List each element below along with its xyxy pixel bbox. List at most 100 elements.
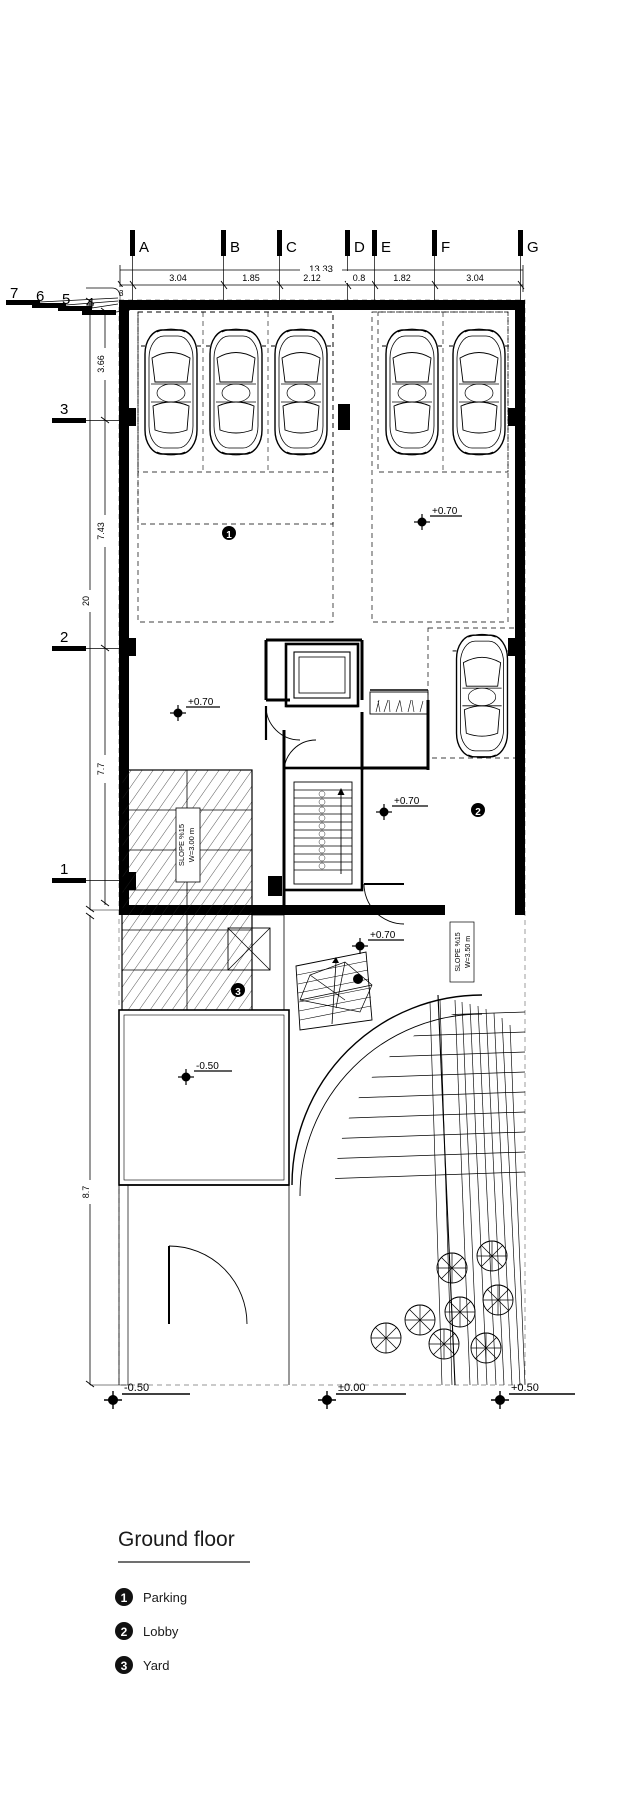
grid-label-G: G xyxy=(527,239,539,256)
car-symbol xyxy=(140,328,202,456)
grid-axis-B: B xyxy=(221,230,240,305)
legend-title: Ground floor xyxy=(118,1528,235,1551)
legend-item-2: 2 Lobby xyxy=(115,1622,179,1640)
dim-top-seg-2: 1.85 xyxy=(242,273,260,283)
bottom-elevation-markers: -0.50 ±0.00 +0.50 xyxy=(104,1382,575,1409)
elevation-value: +0.70 xyxy=(394,796,420,807)
car-symbol xyxy=(448,328,510,456)
elevation-tag-parking-right: +0.70 xyxy=(414,506,462,530)
grid-label-7: 7 xyxy=(10,285,18,302)
room-tag-parking-left: 1 xyxy=(222,526,236,541)
elevation-tag-stair: +0.70 xyxy=(376,796,428,820)
legend-item-label: Yard xyxy=(143,1658,170,1673)
dim-left-overall: 20 xyxy=(81,596,91,606)
yard-stair xyxy=(295,951,373,1031)
elevation-value: -0.50 xyxy=(196,1061,219,1072)
elevation-value: +0.70 xyxy=(432,506,458,517)
grid-axis-7: 7 xyxy=(6,285,119,305)
elevation-marker-right: +0.50 xyxy=(491,1382,575,1409)
ramp-curved-label-1: SLOPE %15 xyxy=(455,932,462,971)
ramp-left-label-2: W=3.00 m xyxy=(187,828,196,862)
dim-left-seg-2: 7.43 xyxy=(96,522,106,540)
dim-top-seg-4: 0.8 xyxy=(353,273,366,283)
wall-bottom-mid xyxy=(240,905,445,915)
tree-icon xyxy=(470,1332,502,1364)
elevation-marker-mid: ±0.00 xyxy=(318,1382,406,1409)
car-symbol xyxy=(381,328,443,456)
grid-label-2: 2 xyxy=(60,629,68,646)
stair-step-numbers xyxy=(318,790,326,870)
parking-area-right xyxy=(371,311,510,623)
dim-left-lower: 8.7 xyxy=(81,1186,91,1199)
tree-icon xyxy=(444,1296,476,1328)
dim-top-seg-6: 3.04 xyxy=(466,273,484,283)
dim-left-seg-1: 3.66 xyxy=(96,355,106,373)
dimension-chain-top-segments: 3 3.04 1.85 2.12 0.8 1.82 3.04 xyxy=(114,271,525,298)
legend-item-1: 1 Parking xyxy=(115,1588,187,1606)
columns xyxy=(122,404,522,896)
car-symbol xyxy=(205,328,267,456)
legend-item-number: 2 xyxy=(121,1625,128,1639)
parking-area-left xyxy=(137,311,334,623)
wall-top xyxy=(119,300,525,310)
room-tag-yard: 3 xyxy=(231,983,245,998)
grid-label-1: 1 xyxy=(60,861,68,878)
ramp-left-label-1: SLOPE %15 xyxy=(177,824,186,866)
legend-item-3: 3 Yard xyxy=(115,1656,170,1674)
tree-icon xyxy=(370,1322,402,1354)
room-tag-number: 3 xyxy=(235,987,241,998)
dim-top-seg-3: 2.12 xyxy=(303,273,321,283)
room-tag-number: 2 xyxy=(475,807,481,818)
elevation-value: +0.70 xyxy=(370,930,396,941)
elevation-value: +0.70 xyxy=(188,697,214,708)
elevation-tag-yard: +0.70 xyxy=(352,930,404,954)
grid-label-E: E xyxy=(381,239,391,256)
grid-axis-E: E xyxy=(372,230,391,305)
grid-axis-A: A xyxy=(130,230,149,305)
ramp-curved-label-2: W=3.50 m xyxy=(465,936,472,968)
dim-top-stub: 3 xyxy=(119,289,124,298)
dimension-left-overall: 20 xyxy=(81,297,95,913)
legend-item-label: Parking xyxy=(143,1590,187,1605)
grid-axis-5: 5 xyxy=(58,291,119,311)
elevation-value: +0.50 xyxy=(511,1382,539,1394)
legend-item-number: 1 xyxy=(121,1591,128,1605)
elevation-tag-lobby-left: +0.70 xyxy=(170,697,220,721)
dim-left-seg-3: 7.7 xyxy=(96,763,106,776)
dim-top-seg-5: 1.82 xyxy=(393,273,411,283)
tree-icon xyxy=(428,1328,460,1360)
dimension-chain-left-segments: 3.66 7.43 7.7 xyxy=(96,307,110,907)
grid-label-B: B xyxy=(230,239,240,256)
car-symbol xyxy=(270,328,332,456)
dimension-left-lower: 8.7 xyxy=(81,912,95,1388)
grid-axis-C: C xyxy=(277,230,297,305)
room-tag-lobby: 2 xyxy=(471,803,485,818)
ramp-landing xyxy=(299,961,373,1013)
grid-label-C: C xyxy=(286,239,297,256)
grid-axis-G: G xyxy=(518,230,539,305)
dim-top-seg-1: 3.04 xyxy=(169,273,187,283)
grid-label-A: A xyxy=(139,239,149,256)
car-symbol xyxy=(451,633,513,759)
legend-block: Ground floor 1 Parking 2 Lobby 3 Yard xyxy=(115,1528,250,1674)
dim-top-overall: 13.33 xyxy=(309,264,333,275)
grid-label-D: D xyxy=(354,239,365,256)
elevation-value: ±0.00 xyxy=(338,1382,365,1394)
tree-icon xyxy=(476,1240,508,1272)
elevation-tag-sunken: -0.50 xyxy=(178,1061,232,1085)
elevation-value: -0.50 xyxy=(124,1382,149,1394)
elevator-shaft xyxy=(284,642,360,708)
grid-label-5: 5 xyxy=(62,291,70,308)
tree-icon xyxy=(404,1304,436,1336)
wall-left xyxy=(119,300,129,915)
tree-icon xyxy=(436,1252,468,1284)
grid-label-3: 3 xyxy=(60,401,68,418)
legend-item-number: 3 xyxy=(121,1659,128,1673)
grid-top-axes: A B C D E F G xyxy=(130,230,539,305)
grid-label-F: F xyxy=(441,239,450,256)
parking-bay-right-lower xyxy=(427,627,517,759)
room-tag-number: 1 xyxy=(226,530,232,541)
grid-axis-F: F xyxy=(432,230,450,305)
